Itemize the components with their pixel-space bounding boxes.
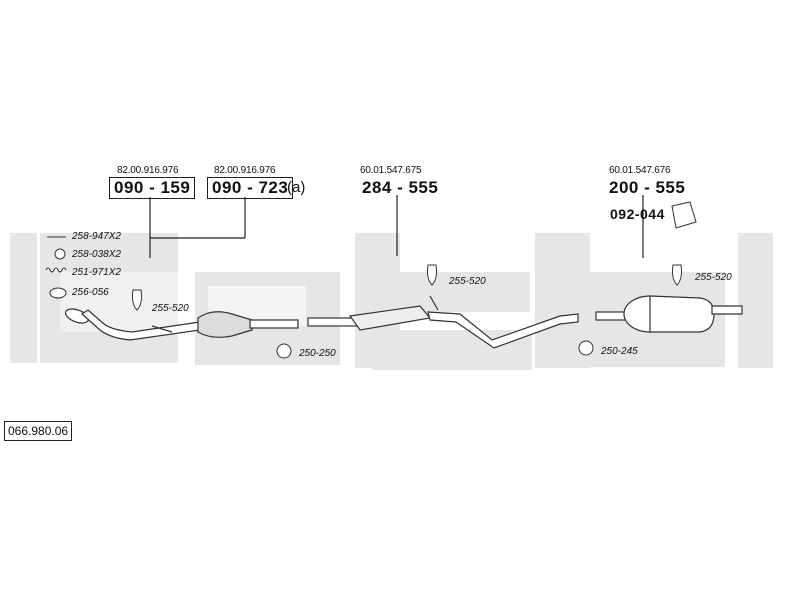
acc-255-520-rear[interactable]: 255-520 xyxy=(695,272,732,283)
rubber-hanger-icon xyxy=(132,289,142,311)
part-090-159[interactable]: 090 - 159 xyxy=(109,177,196,199)
spring-icon xyxy=(45,267,67,273)
acc-258-947[interactable]: 258-947X2 xyxy=(72,231,121,242)
part-200-555[interactable]: 200 - 555 xyxy=(609,178,686,197)
rubber-hanger-icon-mid xyxy=(427,264,437,286)
accessory-icons xyxy=(45,201,697,359)
bracket-icon xyxy=(671,201,697,229)
ref-200-555: 60.01.547.676 xyxy=(609,165,671,176)
acc-251-971[interactable]: 251-971X2 xyxy=(72,267,121,278)
ref-090-159: 82.00.916.976 xyxy=(117,165,179,176)
acc-255-520-front[interactable]: 255-520 xyxy=(152,303,189,314)
part-090-723[interactable]: 090 - 723 xyxy=(207,177,294,199)
clamp-icon xyxy=(276,343,292,359)
ref-284-555: 60.01.547.675 xyxy=(360,165,422,176)
nut-icon xyxy=(54,248,66,260)
acc-250-250[interactable]: 250-250 xyxy=(299,348,336,359)
gasket-icon xyxy=(49,287,67,299)
part-092-044[interactable]: 092-044 xyxy=(610,206,665,222)
front-pipe xyxy=(64,308,253,341)
rear-muffler xyxy=(595,295,743,333)
catalog-code: 066.980.06 xyxy=(4,421,73,441)
clamp-icon-rear xyxy=(578,340,594,356)
rubber-hanger-icon-rear xyxy=(672,264,682,286)
acc-250-245[interactable]: 250-245 xyxy=(601,346,638,357)
acc-258-038[interactable]: 258-038X2 xyxy=(72,249,121,260)
leader-lines xyxy=(149,195,644,258)
ref-090-723: 82.00.916.976 xyxy=(214,165,276,176)
acc-256-056[interactable]: 256-056 xyxy=(72,287,109,298)
center-muffler xyxy=(348,295,579,349)
part-090-723-suffix: (a) xyxy=(287,179,306,196)
acc-255-520-mid[interactable]: 255-520 xyxy=(449,276,486,287)
part-284-555[interactable]: 284 - 555 xyxy=(362,178,439,197)
